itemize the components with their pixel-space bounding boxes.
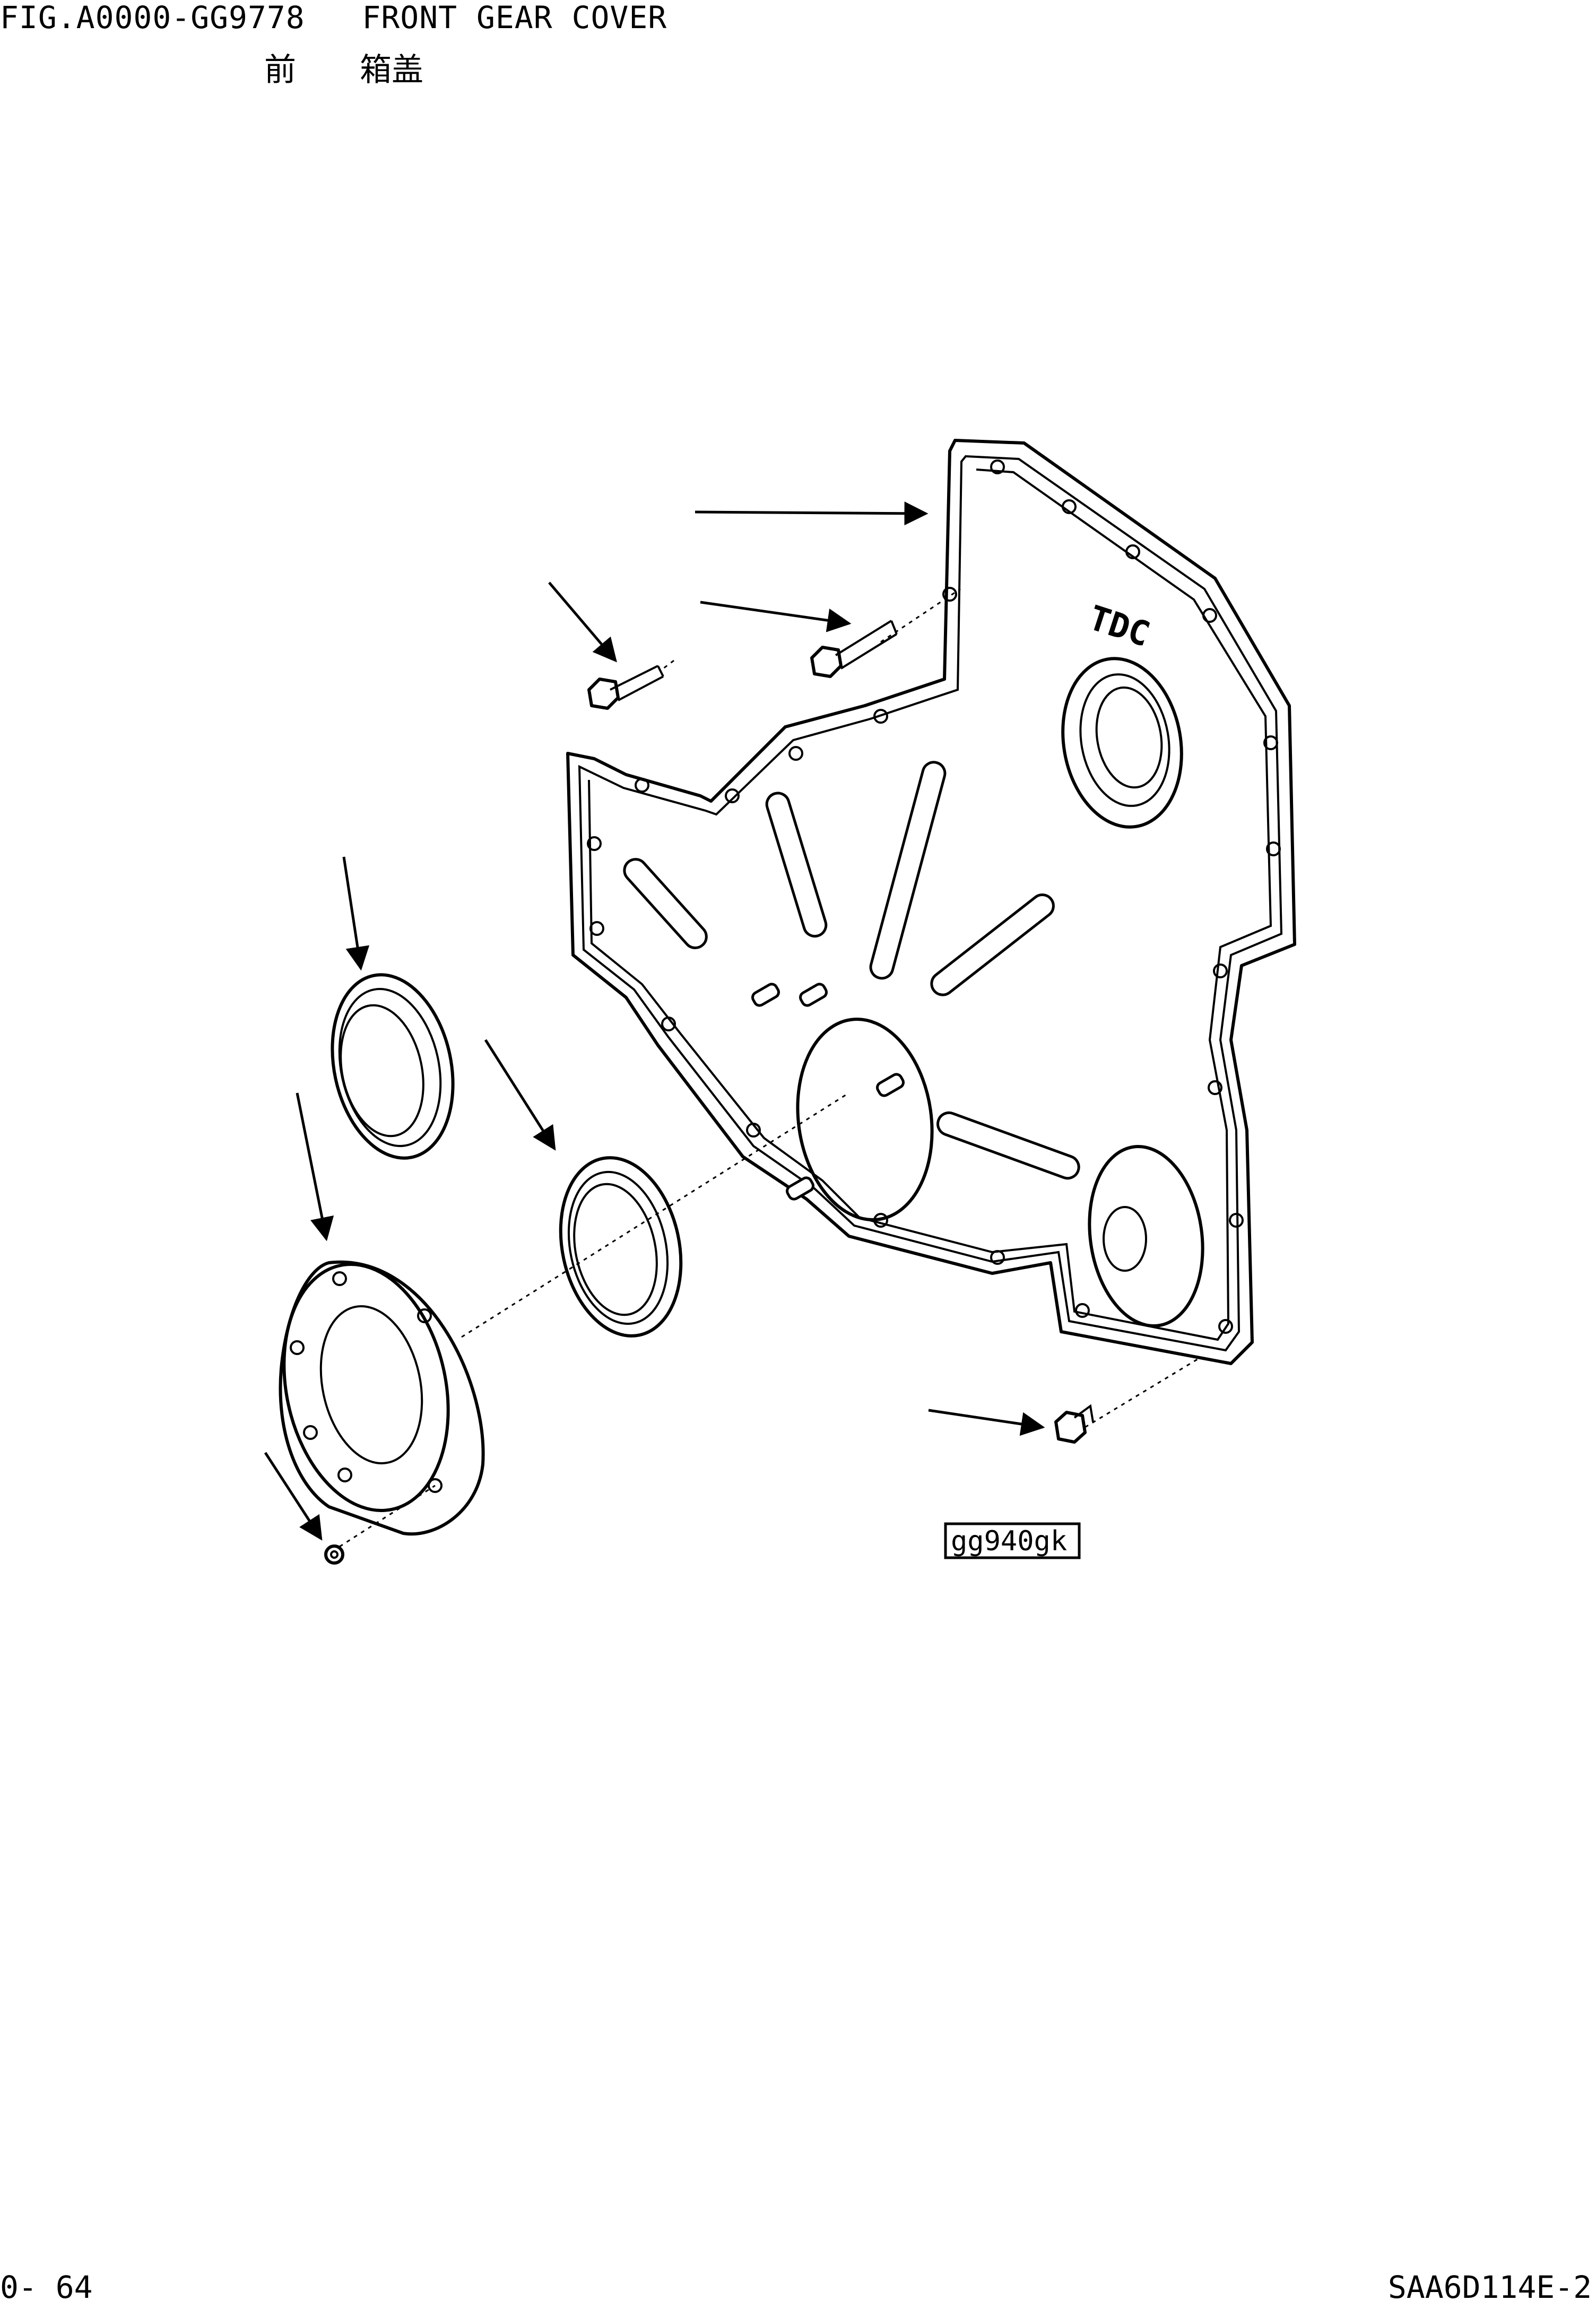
figure-title: FIG.A0000-GG9778 FRONT GEAR COVER xyxy=(0,0,667,36)
bolt-upper-right xyxy=(810,620,898,678)
bolt-lower-right xyxy=(1054,1404,1094,1444)
bolt-upper-left xyxy=(587,665,664,710)
model-code: SAA6D114E-2 xyxy=(1387,2269,1592,2305)
leader-arrows xyxy=(264,501,1045,1541)
reference-code-label: gg940gk xyxy=(944,1522,1081,1559)
oil-seal-ring xyxy=(559,1156,683,1338)
front-gear-cover: TDC xyxy=(566,439,1296,1365)
reference-code-text: gg940gk xyxy=(951,1525,1067,1557)
tdc-marking: TDC xyxy=(1084,598,1155,655)
page-number: 0- 64 xyxy=(0,2269,93,2305)
nut xyxy=(324,1544,344,1565)
front-seal-ring xyxy=(331,973,455,1160)
figure-subtitle-chinese: 前 箱盖 xyxy=(264,51,423,89)
seal-housing xyxy=(279,1260,485,1536)
